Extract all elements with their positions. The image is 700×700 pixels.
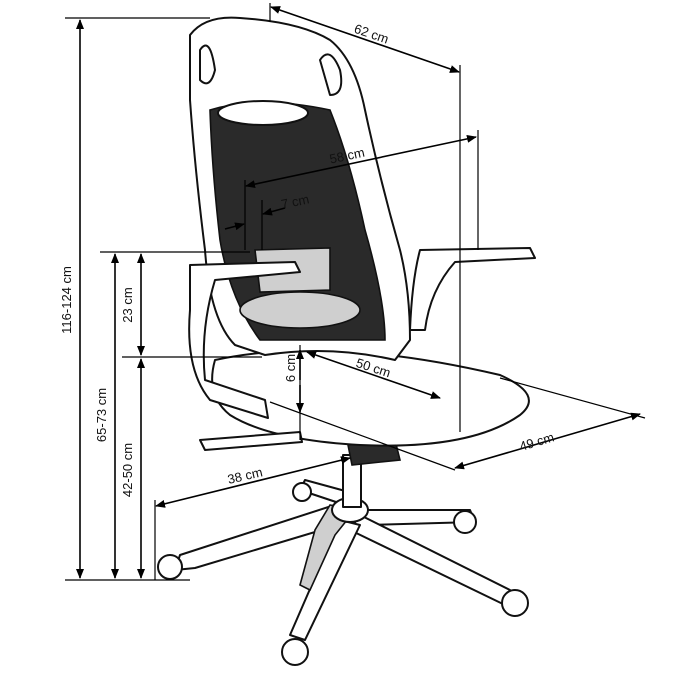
dim-seat-width: [454, 412, 641, 470]
dim-lumbar-depth-a: [224, 222, 245, 231]
dim-backrest-top-width: [270, 6, 460, 73]
wheel: [157, 554, 183, 580]
wheel: [281, 638, 309, 666]
label-seat-height: 42-50 cm: [120, 443, 135, 497]
chair-illustration: [157, 16, 536, 666]
dimension-lines: [76, 6, 641, 579]
dim-base-radius: [155, 456, 351, 508]
wheel: [292, 482, 312, 502]
dim-seat-depth: [306, 351, 441, 399]
dim-lumbar-depth-b: [262, 207, 286, 216]
lumbar-pad: [239, 291, 361, 329]
label-armrest-above-seat: 23 cm: [120, 287, 135, 322]
left-armrest: [188, 261, 301, 419]
right-armrest: [409, 247, 536, 331]
dim-backrest-width: [245, 134, 477, 189]
wheel: [453, 510, 477, 534]
wheel: [501, 589, 529, 617]
dimension-labels: 116-124 cm 65-73 cm 23 cm 42-50 cm 62 cm…: [59, 21, 556, 497]
label-backrest-width: 58 cm: [328, 145, 366, 167]
label-seat-thickness: 6 cm: [283, 354, 298, 382]
label-total-height: 116-124 cm: [59, 266, 74, 334]
chair-base: [157, 439, 529, 666]
label-backrest-top-width: 62 cm: [352, 21, 390, 47]
label-lumbar-depth: 7 cm: [280, 191, 311, 212]
height-lever: [199, 431, 303, 451]
headrest-pad: [217, 100, 309, 126]
label-seat-width: 49 cm: [518, 429, 556, 454]
label-armrest-height: 65-73 cm: [94, 388, 109, 442]
